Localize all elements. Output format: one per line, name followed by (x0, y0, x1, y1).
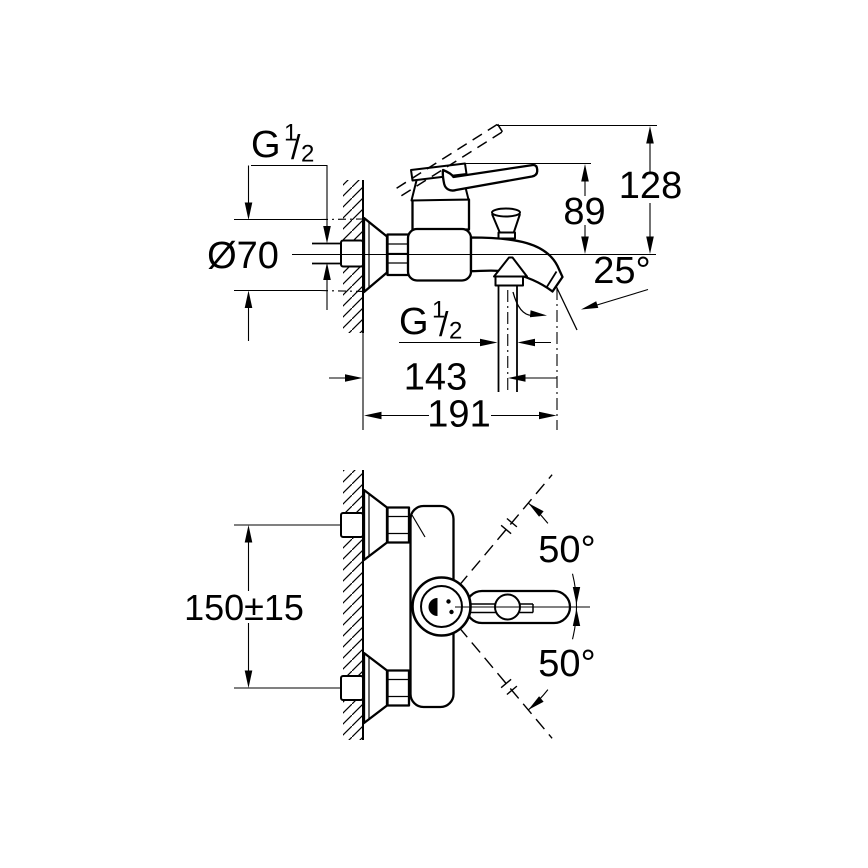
outlet-thread-sub: 2 (449, 318, 462, 345)
cap-plan (411, 576, 472, 637)
dim-inlet-thread: G 1 / 2 (251, 120, 331, 310)
outlet-thread-sup: 1 (432, 297, 445, 324)
connection-spacing-label: 150±15 (184, 587, 304, 628)
lever-height-label: 89 (563, 191, 605, 233)
inlet-thread-label: G (251, 124, 281, 166)
outlet-thread-slash: / (439, 306, 449, 344)
aerator-band (545, 271, 558, 288)
outlet-thread-label: G (399, 301, 429, 343)
handle-swing-lines (458, 474, 553, 739)
inlet-thread-sub: 2 (301, 141, 314, 168)
dim-connection-spacing: 150±15 (184, 524, 342, 689)
dim-outlet-thread: G 1 / 2 (399, 297, 551, 347)
lever-handle (441, 163, 539, 192)
lower-connection (340, 651, 411, 725)
inlet-thread-slash: / (291, 129, 301, 167)
escutcheon-diameter-label: Ø70 (207, 235, 279, 277)
spout-angle-label: 25° (593, 250, 650, 292)
union-square-nut (340, 239, 364, 268)
swing-lower-label: 50° (538, 643, 595, 685)
side-view: G 1 / 2 Ø70 (207, 120, 682, 436)
flow-direction-arc (512, 291, 533, 317)
wall-to-spout-tip-label: 191 (427, 394, 490, 436)
cap-indicator (428, 598, 438, 616)
upper-connection (340, 488, 411, 562)
dim-wall-to-spout-tip: 191 (364, 394, 557, 436)
dim-escutcheon-diameter: Ø70 (207, 165, 366, 341)
dim-wall-to-outlet: 143 (329, 357, 557, 399)
dim-handle-swing: 50° 50° (527, 502, 596, 711)
body-chamfer (411, 514, 426, 538)
swing-upper-label: 50° (538, 529, 595, 571)
dim-spout-angle: 25° (512, 250, 651, 430)
wall-to-outlet-label: 143 (404, 357, 467, 399)
cartridge-tower (411, 198, 471, 231)
plan-view: 50° 50° 150±15 (184, 470, 596, 740)
diverter-knob (491, 207, 521, 240)
dim-lever-height: 89 (464, 162, 606, 254)
raised-lever-height-label: 128 (619, 165, 682, 207)
inlet-thread-sup: 1 (284, 120, 297, 147)
dim-raised-lever-height: 128 (497, 124, 682, 254)
